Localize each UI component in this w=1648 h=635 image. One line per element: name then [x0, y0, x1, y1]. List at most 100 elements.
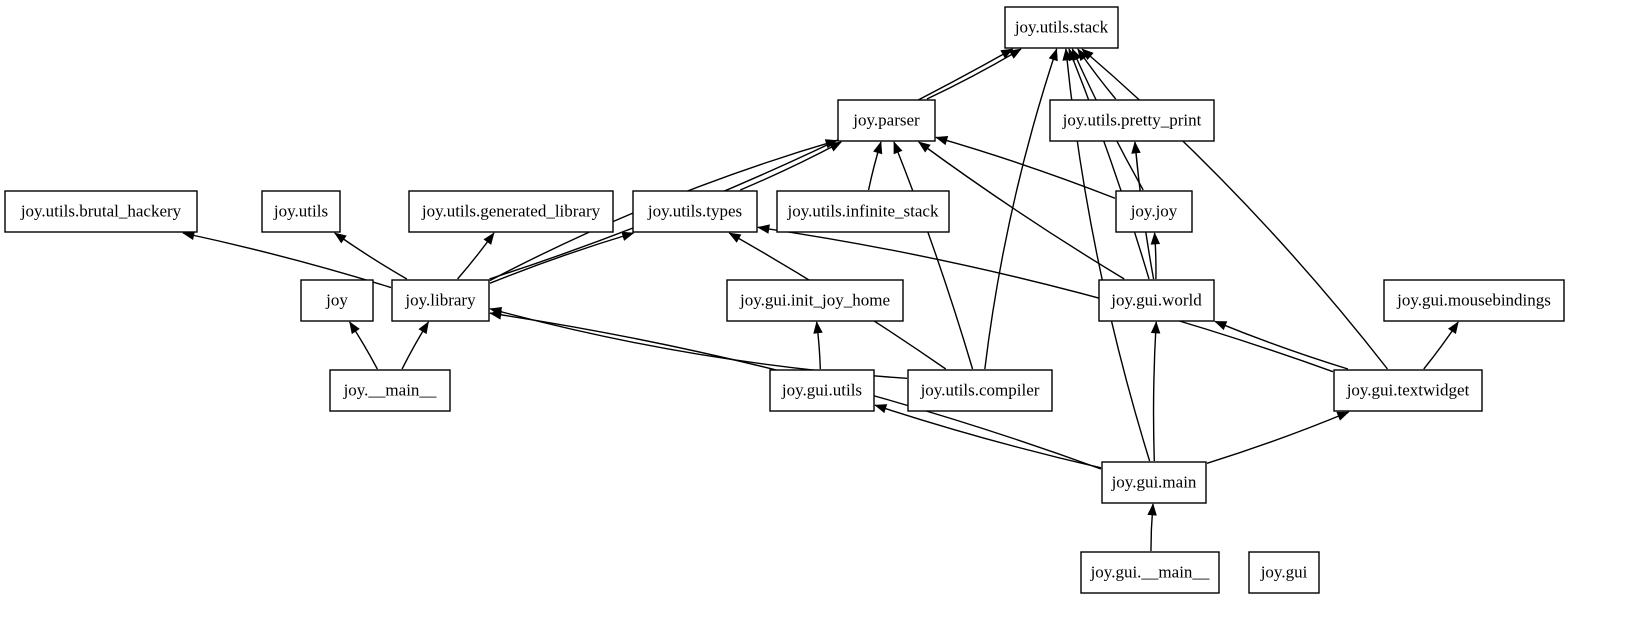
node-joy-gui-__main__[interactable]: joy.gui.__main__ — [1080, 551, 1220, 594]
edge-arrowhead — [829, 141, 842, 152]
node-box[interactable] — [1248, 551, 1320, 594]
edge-joy-library-to-joy-utils — [334, 232, 408, 280]
node-box[interactable] — [1080, 551, 1220, 594]
nodes-layer: joy.utils.stack joy.parser joy.utils.prett… — [4, 6, 1565, 594]
edge-arrowhead — [1150, 232, 1161, 245]
node-label: joy.utils.pretty_print — [1062, 110, 1202, 129]
node-box[interactable] — [4, 190, 198, 233]
edge-joy-library-to-joy-utils-brutal_hackery — [182, 230, 392, 289]
node-box[interactable] — [769, 369, 875, 412]
node-label: joy.gui.__main__ — [1090, 562, 1210, 581]
node-box[interactable] — [1098, 279, 1215, 322]
node-box[interactable] — [632, 190, 758, 233]
edge-line — [739, 141, 842, 191]
edge-joy-gui-world-to-joy-utils-stack — [1068, 48, 1150, 280]
node-box[interactable] — [1115, 190, 1193, 233]
node-joy-utils-brutal_hackery[interactable]: joy.utils.brutal_hackery — [4, 190, 198, 233]
node-label: joy.utils.infinite_stack — [787, 201, 939, 220]
edge-joy-gui-world-to-joy-joy — [1150, 232, 1161, 280]
node-label: joy.utils.brutal_hackery — [20, 201, 182, 220]
node-label: joy.utils.generated_library — [421, 201, 601, 220]
node-box[interactable] — [1004, 6, 1119, 49]
node-joy-utils-types[interactable]: joy.utils.types — [632, 190, 758, 233]
edge-arrowhead — [621, 231, 635, 241]
edge-joy-__main__-to-joy — [349, 321, 378, 370]
node-label: joy.gui — [1260, 562, 1308, 581]
node-joy-joy[interactable]: joy.joy — [1115, 190, 1193, 233]
node-label: joy.gui.utils — [781, 380, 862, 399]
node-label: joy.gui.mousebindings — [1396, 290, 1551, 309]
edge-arrowhead — [418, 321, 429, 335]
node-box[interactable] — [391, 279, 490, 322]
edge-line — [1214, 320, 1349, 370]
node-joy-gui-utils[interactable]: joy.gui.utils — [769, 369, 875, 412]
edge-joy-library-to-joy-utils-generated_library — [457, 232, 495, 280]
edge-arrowhead — [1062, 48, 1072, 61]
node-box[interactable] — [261, 190, 341, 233]
node-joy-gui-main[interactable]: joy.gui.main — [1101, 461, 1207, 504]
node-joy-utils-infinite_stack[interactable]: joy.utils.infinite_stack — [776, 190, 950, 233]
node-box[interactable] — [1383, 279, 1565, 322]
edge-arrowhead — [489, 310, 502, 320]
edge-joy-gui-world-to-joy-parser — [918, 141, 1125, 280]
edge-joy-library-to-joy-utils-types — [489, 231, 635, 284]
edge-joy-joy-to-joy-parser — [935, 135, 1116, 199]
node-box[interactable] — [300, 279, 374, 322]
edge-joy-gui-textwidget-to-joy-gui-mousebindings — [1423, 321, 1459, 370]
node-label: joy.utils.stack — [1014, 17, 1109, 36]
node-joy-gui-init_joy_home[interactable]: joy.gui.init_joy_home — [726, 279, 904, 322]
node-box[interactable] — [1101, 461, 1207, 504]
edge-arrowhead — [1081, 48, 1094, 61]
edge-joy-utils-compiler-to-joy-utils-stack — [984, 48, 1058, 370]
edge-joy-gui-main-to-joy-gui-utils — [874, 404, 1102, 469]
edge-joy-parser-to-joy-utils-stack — [926, 48, 1022, 100]
node-box[interactable] — [907, 369, 1053, 412]
node-box[interactable] — [408, 190, 614, 233]
edge-arrowhead — [918, 141, 931, 153]
node-label: joy.utils.types — [647, 201, 742, 220]
edge-arrowhead — [1214, 321, 1228, 331]
edge-joy-gui-textwidget-to-joy-utils-stack — [1081, 48, 1389, 370]
edge-line — [757, 226, 1334, 373]
node-box[interactable] — [1049, 99, 1215, 142]
edge-arrowhead — [349, 321, 360, 335]
edge-arrowhead — [874, 404, 888, 414]
edge-arrowhead — [728, 232, 742, 243]
node-box[interactable] — [837, 99, 936, 142]
node-joy-utils-compiler[interactable]: joy.utils.compiler — [907, 369, 1053, 412]
node-joy-library[interactable]: joy.library — [391, 279, 490, 322]
node-joy-utils[interactable]: joy.utils — [261, 190, 341, 233]
node-joy-gui-world[interactable]: joy.gui.world — [1098, 279, 1215, 322]
node-joy-gui[interactable]: joy.gui — [1248, 551, 1320, 594]
node-joy-gui-textwidget[interactable]: joy.gui.textwidget — [1333, 369, 1483, 412]
edge-joy-gui-utils-to-joy-gui-init_joy_home — [813, 321, 823, 370]
node-box[interactable] — [776, 190, 950, 233]
node-joy-utils-pretty_print[interactable]: joy.utils.pretty_print — [1049, 99, 1215, 142]
node-joy-utils-generated_library[interactable]: joy.utils.generated_library — [408, 190, 614, 233]
node-box[interactable] — [329, 369, 451, 412]
edge-line — [1068, 48, 1150, 280]
node-label: joy — [325, 290, 348, 309]
node-joy-__main__[interactable]: joy.__main__ — [329, 369, 451, 412]
node-box[interactable] — [1333, 369, 1483, 412]
edge-joy-utils-types-to-joy-parser — [739, 141, 842, 191]
node-joy-parser[interactable]: joy.parser — [837, 99, 936, 142]
node-joy-utils-stack[interactable]: joy.utils.stack — [1004, 6, 1119, 49]
node-joy[interactable]: joy — [300, 279, 374, 322]
edge-line — [1206, 411, 1349, 464]
edge-line — [1152, 321, 1157, 462]
edge-arrowhead — [1336, 411, 1350, 421]
node-label: joy.parser — [852, 110, 920, 129]
edge-arrowhead — [1131, 141, 1141, 154]
node-label: joy.gui.world — [1110, 290, 1202, 309]
edge-line — [489, 48, 1013, 280]
edge-joy-gui-main-to-joy-gui-textwidget — [1206, 411, 1350, 464]
edge-arrowhead — [1150, 321, 1161, 334]
node-joy-gui-mousebindings[interactable]: joy.gui.mousebindings — [1383, 279, 1565, 322]
edge-arrowhead — [873, 141, 883, 155]
edge-joy-gui-textwidget-to-joy-gui-world — [1214, 320, 1349, 370]
node-box[interactable] — [726, 279, 904, 322]
edge-joy-gui-__main__-to-joy-gui-main — [1147, 503, 1157, 552]
